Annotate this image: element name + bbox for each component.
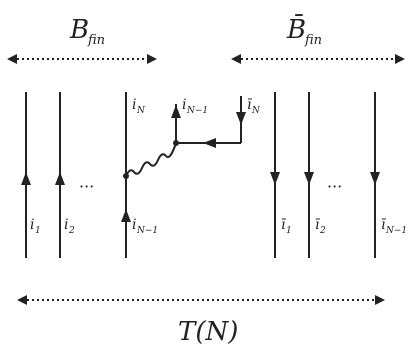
label-ibar-1: ī 1: [281, 217, 292, 236]
svg-text:i: i: [132, 97, 136, 113]
svg-text:ī: ī: [281, 217, 287, 233]
label-iN-minus-1-top: i N−1: [182, 97, 208, 116]
svg-text:1: 1: [35, 226, 41, 236]
svg-text:N−1: N−1: [385, 226, 407, 236]
ellipsis-right: ···: [327, 177, 342, 196]
arrow-down-ibar-N-minus-1: [370, 172, 380, 185]
svg-text:N: N: [136, 106, 146, 116]
label-iN: i N: [132, 97, 146, 116]
arrow-up-i2: [55, 172, 65, 185]
svg-text:2: 2: [68, 226, 75, 236]
label-ibar-2: ī 2: [315, 217, 326, 236]
b-fin-bar-label: B̄ fin: [286, 13, 322, 48]
svg-text:ī: ī: [315, 217, 321, 233]
svg-text:i: i: [132, 217, 136, 233]
arrow-down-ibar-1: [270, 172, 280, 185]
b-fin-letter: B: [69, 15, 89, 45]
arrow-left-ibar-N: [203, 138, 216, 148]
ellipsis-left: ···: [79, 177, 94, 196]
wavy-propagator: [125, 142, 177, 177]
arrow-up-iN-minus-1-top: [171, 105, 181, 118]
t-n-label: T(N): [178, 317, 238, 347]
label-ibar-N: ī N: [247, 97, 261, 116]
svg-text:1: 1: [286, 226, 292, 236]
svg-text:ī: ī: [381, 217, 387, 233]
svg-text:ī: ī: [247, 97, 253, 113]
svg-text:i: i: [64, 217, 68, 233]
svg-text:2: 2: [319, 226, 326, 236]
svg-text:i: i: [182, 97, 186, 113]
label-iN-minus-1-bottom: i N−1: [132, 217, 158, 236]
b-fin-subscript: fin: [87, 33, 105, 48]
svg-text:N: N: [251, 106, 261, 116]
b-fin-label: B fin: [69, 15, 105, 48]
b-fin-bar-letter: B̄: [286, 13, 306, 45]
b-fin-bar-subscript: fin: [304, 33, 322, 48]
svg-text:i: i: [30, 217, 34, 233]
svg-text:N−1: N−1: [136, 226, 158, 236]
arrow-down-ibar-N: [236, 112, 246, 125]
arrow-down-ibar-2: [304, 172, 314, 185]
arrow-up-i1: [21, 172, 31, 185]
arrow-up-iN-minus-1: [121, 209, 131, 222]
label-i1: i 1: [30, 217, 41, 236]
label-ibar-N-minus-1: ī N−1: [381, 217, 407, 236]
label-i2: i 2: [64, 217, 75, 236]
svg-text:N−1: N−1: [186, 106, 208, 116]
